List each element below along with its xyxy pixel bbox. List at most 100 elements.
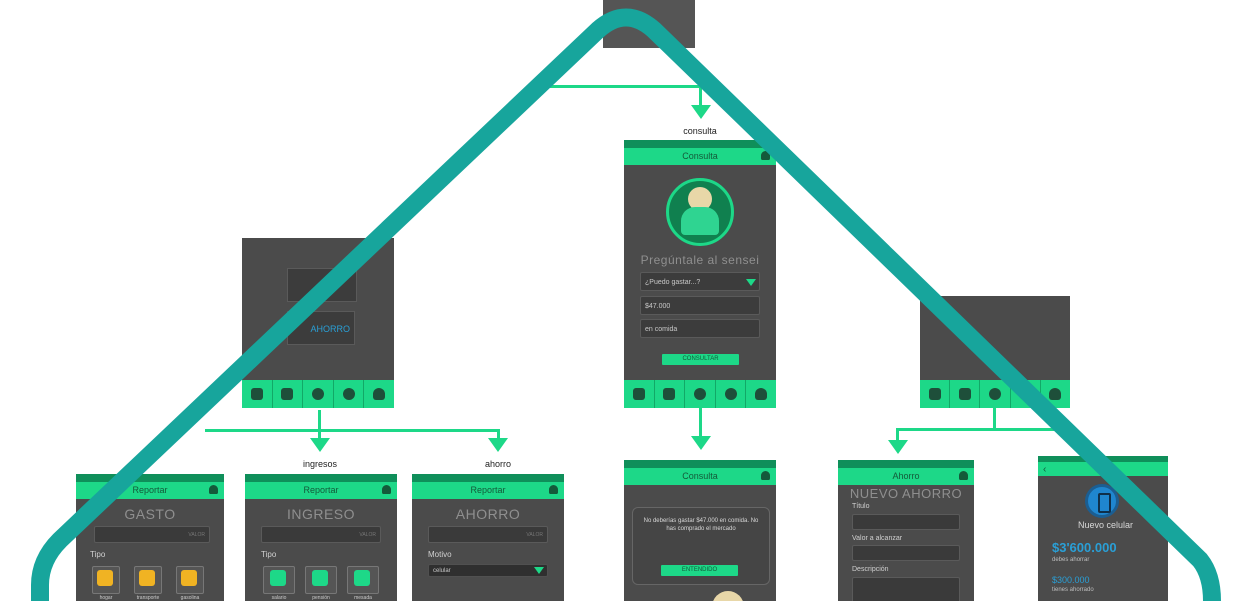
bus-icon: [139, 570, 155, 586]
header-reportar: Reportar: [412, 482, 564, 499]
dropdown-arrow-icon: [746, 279, 756, 286]
nav-wallet[interactable]: [624, 380, 655, 408]
ingreso-value-input[interactable]: VALOR: [261, 526, 381, 543]
arrow-to-consulta-result: [691, 436, 711, 450]
header-title: Reportar: [470, 485, 506, 495]
arrow-to-ahorro: [488, 438, 508, 452]
type-gasolina[interactable]: gasolina: [176, 566, 204, 601]
nav-piggy[interactable]: [746, 380, 776, 408]
back-chevron-left-icon[interactable]: ‹: [1043, 464, 1047, 475]
ahorro-title: AHORRO: [455, 506, 521, 522]
bell-icon[interactable]: [761, 471, 770, 480]
reportar-ahorro-screen: Reportar AHORRO VALOR Motivo celular: [412, 474, 564, 601]
type-salario[interactable]: salario: [263, 566, 295, 601]
value-placeholder: VALOR: [359, 532, 376, 538]
nav-piggy[interactable]: [364, 380, 394, 408]
arrow-to-nuevo-ahorro: [888, 440, 908, 454]
status-bar: [412, 474, 564, 482]
type-caption: gasolina: [180, 595, 200, 601]
nav-notebook[interactable]: [273, 380, 304, 408]
bottom-nav-left: [242, 380, 394, 408]
connector-right-vertical: [993, 408, 996, 430]
globe-icon: [342, 388, 355, 400]
status-bar: [624, 140, 776, 148]
status-bar: [624, 460, 776, 468]
status-bar: [838, 460, 974, 468]
connector-right-horizontal: [896, 428, 1061, 431]
wallet-icon: [250, 388, 263, 400]
consulta-screen: Consulta Pregúntale al sensei ¿Puedo gas…: [624, 140, 776, 408]
type-caption: mesada: [354, 595, 372, 601]
wallet-icon: [632, 388, 645, 400]
triangle-frame-path: [31, 8, 1221, 601]
type-mesada[interactable]: mesada: [347, 566, 379, 601]
meta-saved-caption: tienes ahorrado: [1052, 587, 1094, 593]
header-reportar: Reportar: [245, 482, 397, 499]
descripcion-input[interactable]: [852, 577, 960, 601]
nav-notebook[interactable]: [950, 380, 981, 408]
category-field[interactable]: en comida: [640, 319, 760, 338]
sensei-icon: [989, 388, 1001, 400]
ingreso-title: INGRESO: [286, 506, 356, 522]
nuevo-ahorro-screen: Ahorro NUEVO AHORRO Título Valor a alcan…: [838, 460, 974, 601]
sensei-prompt: Pregúntale al sensei: [640, 253, 760, 267]
gasto-title: GASTO: [124, 506, 176, 522]
money-bag-icon: [354, 570, 370, 586]
bell-icon[interactable]: [959, 471, 968, 480]
meta-item-name: Nuevo celular: [1078, 520, 1134, 530]
bell-icon[interactable]: [549, 485, 558, 494]
bell-icon[interactable]: [761, 151, 770, 160]
type-pension[interactable]: pensión: [305, 566, 337, 601]
valor-input[interactable]: [852, 545, 960, 561]
entendido-button[interactable]: ENTENDIDO: [661, 565, 738, 576]
type-caption: pensión: [312, 595, 330, 601]
type-hogar[interactable]: hogar: [92, 566, 120, 601]
motivo-label: Motivo: [428, 550, 452, 559]
nav-notebook[interactable]: [655, 380, 686, 408]
ahorro-value-input[interactable]: VALOR: [428, 526, 548, 543]
bell-icon[interactable]: [209, 485, 218, 494]
status-bar: [245, 474, 397, 482]
bell-icon[interactable]: [382, 485, 391, 494]
dropdown-arrow-icon: [534, 567, 544, 574]
section-label-ahorro: ahorro: [484, 459, 511, 469]
nav-globe[interactable]: [334, 380, 365, 408]
header-title: Reportar: [303, 485, 339, 495]
fuel-icon: [181, 570, 197, 586]
nav-wallet[interactable]: [920, 380, 951, 408]
header-title: Reportar: [132, 485, 168, 495]
amount-field[interactable]: $47.000: [640, 296, 760, 315]
nav-sensei[interactable]: [980, 380, 1011, 408]
notebook-icon: [958, 388, 971, 400]
money-bag-icon: [312, 570, 328, 586]
connector-left-horizontal: [205, 429, 500, 432]
value-placeholder: VALOR: [188, 532, 205, 538]
connector-top-horizontal: [545, 85, 701, 88]
type-transporte[interactable]: transporte: [134, 566, 162, 601]
motivo-value: celular: [433, 568, 451, 574]
titulo-input[interactable]: [852, 514, 960, 530]
reportar-gasto-screen: Reportar GASTO VALOR Tipo hogar transpor…: [76, 474, 224, 601]
arrow-to-consulta: [691, 105, 711, 119]
meta-goal-amount: $3'600.000: [1052, 540, 1117, 555]
nav-piggy[interactable]: [1041, 380, 1070, 408]
section-label-ingresos: ingresos: [302, 459, 338, 469]
type-caption: salario: [271, 595, 287, 601]
nav-sensei[interactable]: [303, 380, 334, 408]
gasto-value-input[interactable]: VALOR: [94, 526, 210, 543]
descripcion-label: Descripción: [852, 566, 889, 573]
status-bar: [76, 474, 224, 482]
piggy-bank-icon: [373, 388, 386, 400]
wallet-icon: [928, 388, 941, 400]
consultar-button[interactable]: CONSULTAR: [662, 354, 739, 365]
question-select[interactable]: ¿Puedo gastar...?: [640, 272, 760, 291]
nav-sensei[interactable]: [685, 380, 716, 408]
nav-globe[interactable]: [716, 380, 747, 408]
nav-wallet[interactable]: [242, 380, 273, 408]
motivo-select[interactable]: celular: [428, 564, 548, 577]
header-ahorro: Ahorro: [838, 468, 974, 485]
type-caption: transporte: [136, 595, 160, 601]
notebook-icon: [281, 388, 294, 400]
consulta-result-screen: Consulta No deberías gastar $47.000 en c…: [624, 460, 776, 601]
phone-icon: [1085, 484, 1119, 518]
